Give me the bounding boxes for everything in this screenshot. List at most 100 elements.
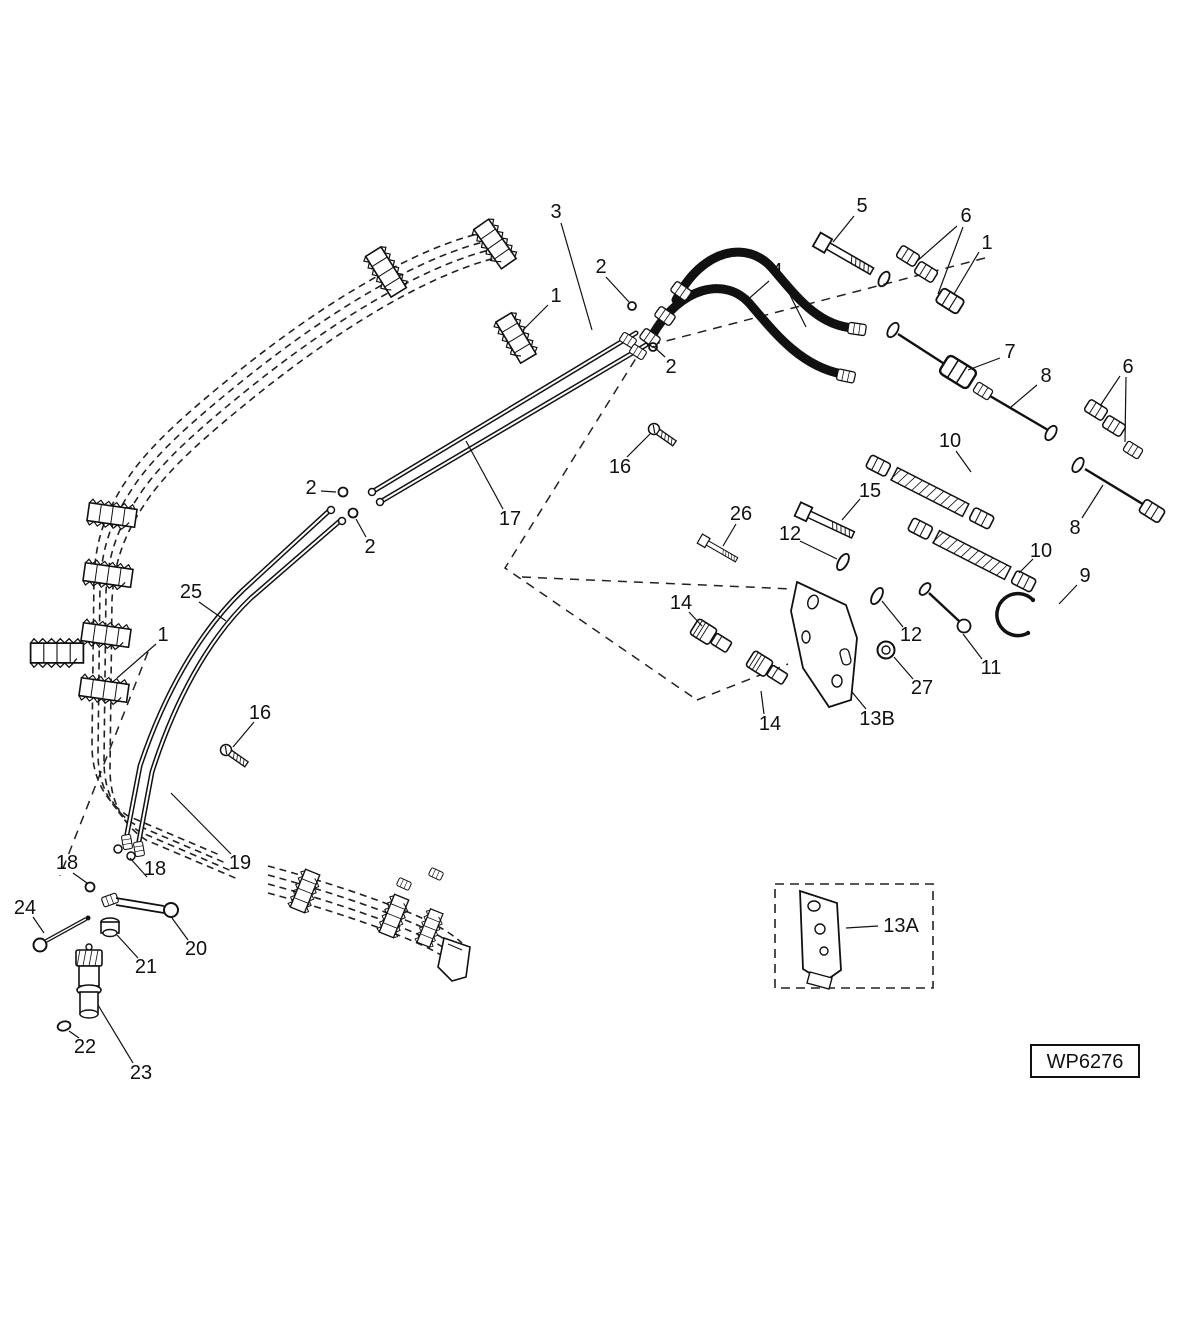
o-ring-18 [84,881,96,893]
callout-leader-16 [626,433,651,458]
callout-label-17: 17 [499,508,521,530]
washer [877,270,891,288]
hydraulic-hoses-4 [647,247,859,379]
callout-leader-11 [962,633,983,660]
callout-label-1: 1 [981,232,992,254]
mount-bracket-13b [790,580,858,709]
snap-ring-9 [995,591,1035,638]
callout-leader-19 [170,792,232,855]
callout-leader-22 [68,1030,80,1039]
callout-leader-1 [116,643,157,679]
callout-leader-10 [1018,558,1034,574]
coupler-23 [75,943,103,1019]
callout-leader-8 [1010,384,1038,408]
elbow-fitting-18 [120,833,134,851]
callout-leader-7 [967,357,1001,371]
callout-label-24: 24 [14,897,36,919]
callout-label-22: 22 [74,1036,96,1058]
mount-bracket-13a [799,889,842,990]
callout-label-8: 8 [1069,517,1080,539]
callout-label-3: 3 [550,201,561,223]
figure-code: WP6276 [1047,1051,1124,1073]
callout-leader-8 [1081,484,1104,519]
tube-end [367,487,377,497]
washer-12 [836,552,850,572]
link-ring-20 [163,902,179,918]
steel-tube-pair-25 [124,507,344,844]
callout-label-25: 25 [180,581,202,603]
callout-label-1: 1 [157,624,168,646]
nut-27 [876,640,896,660]
callout-leader-21 [116,934,139,959]
callout-label-26: 26 [730,503,752,525]
callout-leader-6 [1099,375,1121,407]
callout-leader-2 [652,345,666,358]
callout-leader-25 [198,601,227,622]
callout-leader-2 [355,518,367,538]
callout-leader-2 [320,490,337,493]
washer [918,582,932,596]
hardware-group [696,501,1036,660]
tube-clamp [29,637,85,669]
callout-leader-3 [560,222,593,331]
callout-leader-20 [171,917,189,941]
fitting-chain-right [811,231,1167,525]
callout-leader-27 [893,656,914,680]
callout-label-8: 8 [1040,365,1051,387]
callout-leader-4 [782,280,807,328]
tube-end [375,497,385,507]
callout-label-4: 4 [771,260,782,282]
callout-label-16: 16 [609,456,631,478]
callout-leader-15 [841,498,861,521]
callout-label-9: 9 [1079,565,1090,587]
support-bracket [437,936,471,982]
callout-leader-4 [744,280,770,303]
callout-leader-1 [522,304,549,331]
callout-label-23: 23 [130,1062,152,1084]
callout-leader-2 [605,276,630,303]
callout-label-27: 27 [911,677,933,699]
callout-label-14: 14 [759,713,781,735]
detail-box-13a [774,883,934,989]
callout-label-11: 11 [981,657,1002,679]
callout-leader-17 [465,440,504,510]
tube-end [337,516,347,526]
washer [886,321,900,339]
callout-label-5: 5 [856,195,867,217]
bundle-connectors [395,866,471,982]
callout-leader-18 [129,857,148,878]
washer-12 [870,586,884,606]
callout-leader-9 [1058,584,1078,605]
callout-leader-14 [688,611,703,627]
callout-label-6: 6 [960,205,971,227]
callout-label-2: 2 [305,477,316,499]
callout-label-1: 1 [550,285,561,307]
callout-leader-12 [881,600,904,628]
callout-leader-6 [1124,376,1127,443]
o-ring-2 [337,486,349,498]
callout-label-2: 2 [364,536,375,558]
figure-code-box: WP6276 [1030,1044,1140,1078]
callout-leader-12 [799,540,838,560]
steel-tube-pair-17 [369,330,649,505]
tube-bundle-upper-left [91,231,505,881]
callout-label-12: 12 [779,523,801,545]
callout-leader-13B [851,691,867,710]
o-ring-2 [627,301,637,311]
callout-label-19: 19 [229,852,251,874]
callout-label-12: 12 [900,624,922,646]
wire-ring-24 [32,937,48,953]
tube-end [326,505,336,515]
callout-leader-5 [832,215,855,243]
washer [1044,424,1058,442]
callout-leader-14 [760,690,765,715]
callout-label-6: 6 [1122,356,1133,378]
callout-label-10: 10 [939,430,961,452]
o-ring-2 [347,507,359,519]
callout-leader-6 [915,225,958,263]
callout-leader-6 [937,226,964,295]
callout-label-15: 15 [859,480,881,502]
callout-leader-13A [845,925,879,929]
